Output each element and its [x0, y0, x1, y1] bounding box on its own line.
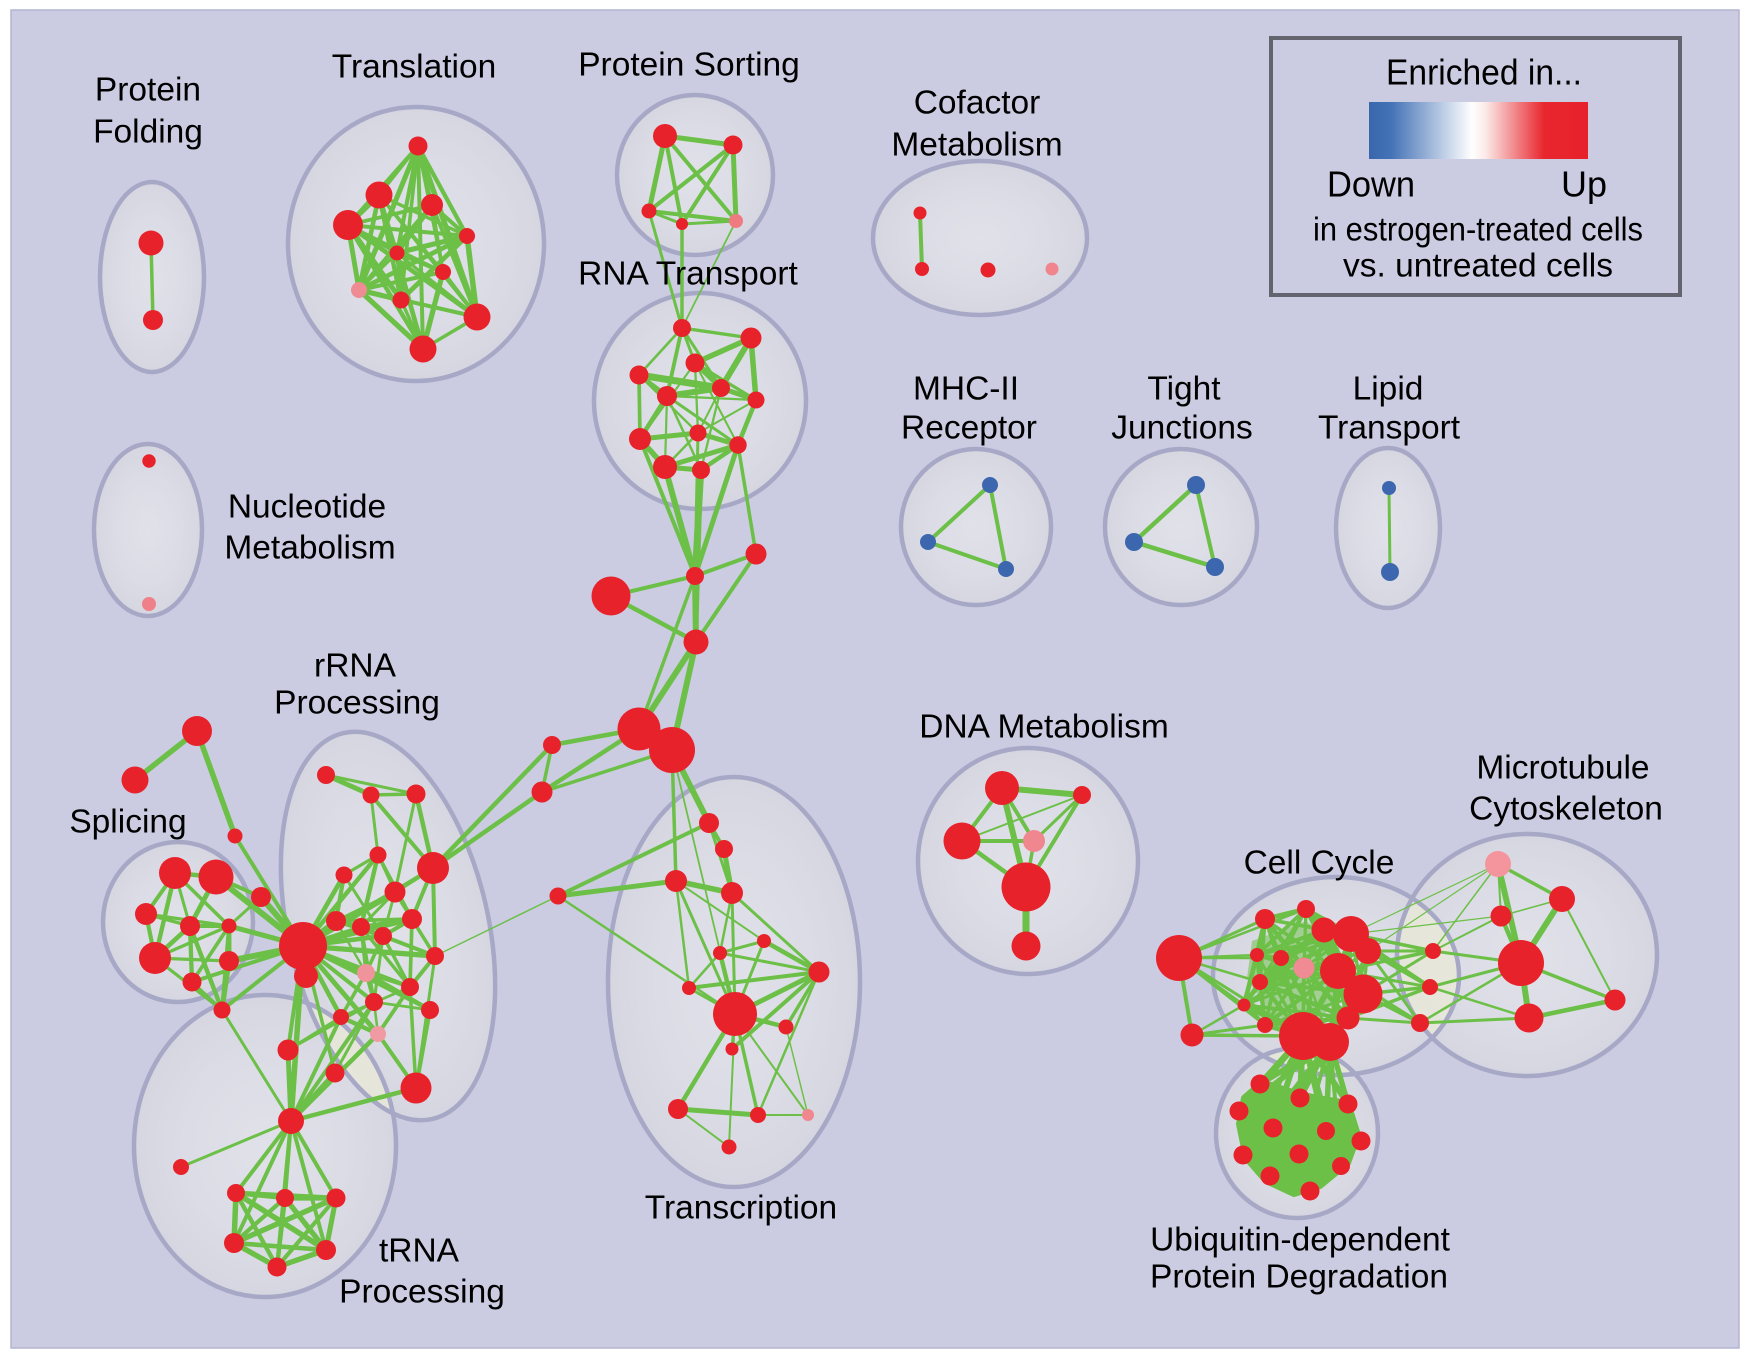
svg-text:Splicing: Splicing: [69, 804, 186, 841]
svg-text:Protein: Protein: [95, 72, 201, 109]
svg-text:Folding: Folding: [93, 114, 203, 151]
svg-text:Cofactor: Cofactor: [914, 85, 1041, 122]
svg-text:Receptor: Receptor: [901, 410, 1037, 447]
svg-text:in estrogen-treated cells: in estrogen-treated cells: [1313, 212, 1643, 249]
svg-text:Protein Degradation: Protein Degradation: [1150, 1259, 1448, 1296]
svg-text:vs. untreated cells: vs. untreated cells: [1343, 248, 1613, 285]
svg-text:Cell Cycle: Cell Cycle: [1244, 845, 1395, 882]
svg-text:Enriched in...: Enriched in...: [1386, 52, 1582, 93]
svg-text:Metabolism: Metabolism: [224, 530, 395, 567]
svg-text:Transport: Transport: [1318, 410, 1461, 447]
svg-text:Junctions: Junctions: [1111, 410, 1253, 447]
svg-text:Up: Up: [1561, 164, 1607, 205]
svg-text:RNA Transport: RNA Transport: [578, 256, 798, 293]
svg-text:Tight: Tight: [1147, 371, 1221, 408]
svg-text:Lipid: Lipid: [1353, 371, 1424, 408]
svg-text:Transcription: Transcription: [645, 1190, 837, 1227]
svg-text:Down: Down: [1327, 164, 1415, 205]
svg-text:Protein Sorting: Protein Sorting: [578, 47, 800, 84]
svg-text:Translation: Translation: [332, 49, 496, 86]
svg-text:Processing: Processing: [339, 1274, 505, 1311]
svg-text:tRNA: tRNA: [379, 1233, 460, 1270]
svg-text:Metabolism: Metabolism: [891, 127, 1062, 164]
svg-text:Microtubule: Microtubule: [1476, 750, 1649, 787]
svg-text:MHC-II: MHC-II: [913, 371, 1019, 408]
svg-text:DNA Metabolism: DNA Metabolism: [919, 709, 1168, 746]
svg-text:Processing: Processing: [274, 685, 440, 722]
svg-text:Cytoskeleton: Cytoskeleton: [1469, 791, 1663, 828]
svg-text:Nucleotide: Nucleotide: [228, 489, 386, 526]
svg-text:rRNA: rRNA: [314, 648, 397, 685]
svg-text:Ubiquitin-dependent: Ubiquitin-dependent: [1150, 1222, 1451, 1259]
